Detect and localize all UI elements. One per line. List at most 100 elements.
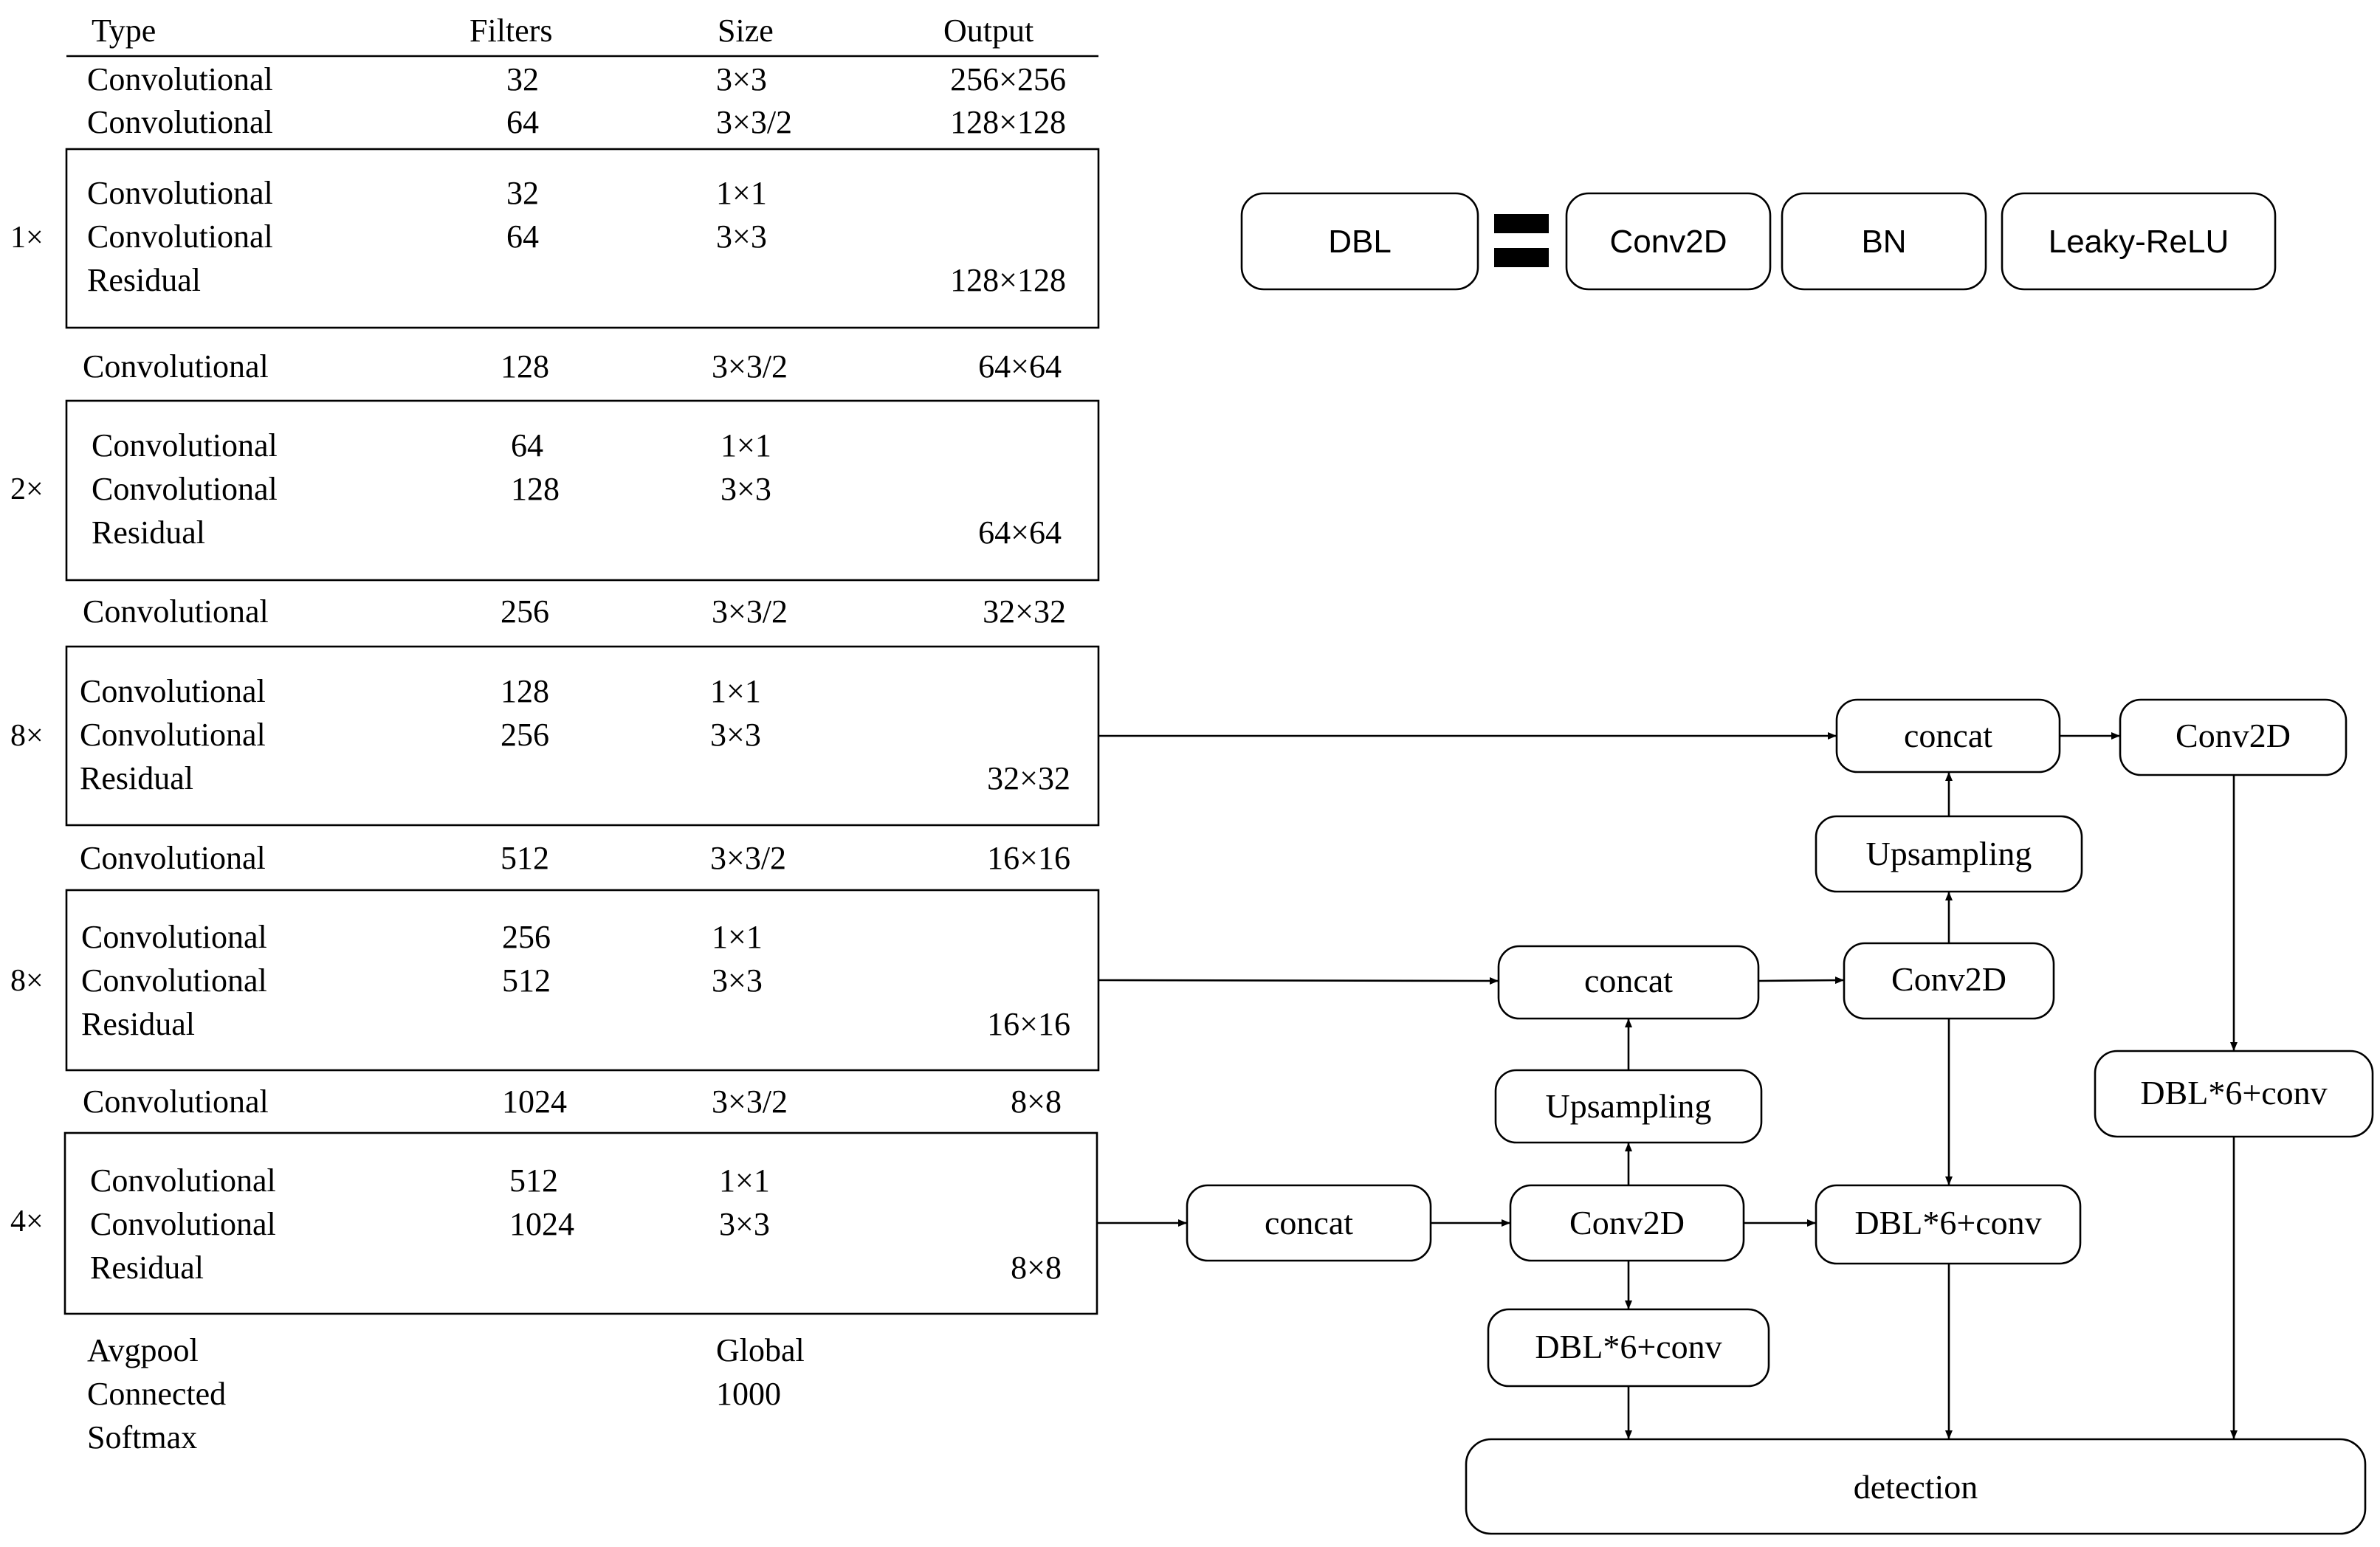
table-cell: 3×3 [710,717,761,753]
table-cell: 32×32 [987,760,1070,796]
table-cell: 8×8 [1011,1250,1062,1286]
table-cell: 64 [506,104,539,140]
table-header-size: Size [718,13,774,49]
table-cell: Softmax [87,1419,197,1455]
table-cell: Global [716,1332,805,1368]
bn-component-box [1781,192,1987,291]
dbl-label: DBL [1328,224,1392,260]
table-cell: 3×3 [720,471,771,507]
leaky-relu-component-box [2001,192,2277,291]
table-header-output: Output [943,13,1033,49]
table-cell: 3×3/2 [716,104,792,140]
table-cell: 3×3 [716,218,767,255]
detection-head: concat Conv2D Upsampling concat Conv2D U… [1186,698,2374,1535]
table-cell: Convolutional [90,1162,276,1199]
repeat-label: 2× [10,472,44,506]
concat-mid-node [1497,945,1760,1020]
table-cell: 128 [511,471,560,507]
table-cell: 128×128 [950,262,1066,298]
table-cell: Convolutional [81,962,267,999]
conv2d-mid-node [1843,942,2055,1020]
table-cell: Convolutional [83,348,269,385]
repeat-label: 8× [10,719,44,753]
upsampling-top-label: Upsampling [1866,835,2032,872]
table-cell: 32 [506,61,539,97]
table-cell: 3×3 [712,962,763,999]
dbl-mid-node [1815,1184,2082,1265]
leaky-relu-component-label: Leaky-ReLU [2049,224,2229,260]
table-cell: 64×64 [978,514,1062,551]
edge-concat-mid-to-conv2d-mid [1758,976,1845,985]
conv2d-bottom-node [1509,1184,1745,1262]
table-cell: 3×3/2 [710,840,786,876]
table-cell: Convolutional [80,673,266,709]
table-cell: Convolutional [90,1206,276,1242]
table-cell: 512 [502,962,551,999]
dbl-definition: DBL Conv2D BN Leaky-ReLU [1240,192,2277,291]
table-cell: 512 [509,1162,558,1199]
concat-mid-label: concat [1584,962,1673,999]
table-cell: Convolutional [87,104,273,140]
conv2d-top-node [2119,698,2348,776]
bn-component-label: BN [1861,224,1906,260]
concat-bottom-label: concat [1265,1204,1353,1241]
edges [1097,732,2238,1439]
table-cell: 64 [511,427,543,464]
table-cell: Convolutional [83,1083,269,1120]
table-cell: 1×1 [720,427,771,464]
dbl-right-label: DBL*6+conv [2140,1074,2327,1112]
table-cell: 1024 [502,1083,567,1120]
table-cell: 256 [501,717,549,753]
table-cell: 128 [501,673,549,709]
table-cell: 128×128 [950,104,1066,140]
upsampling-mid-node [1494,1069,1763,1144]
table-cell: 1×1 [719,1162,770,1199]
table-cell: Convolutional [87,175,273,211]
table-cell: Avgpool [87,1332,199,1368]
table-cell: 256 [502,919,551,955]
table-cell: 256×256 [950,61,1066,97]
upsampling-mid-label: Upsampling [1546,1087,1712,1125]
table-cell: 64×64 [978,348,1062,385]
table-cell: Convolutional [92,471,278,507]
concat-top-node [1835,698,2061,774]
table-cell: 16×16 [987,840,1070,876]
table-cell: Convolutional [80,840,266,876]
table-cell: 32×32 [983,593,1066,630]
table-cell: 128 [501,348,549,385]
table-cell: Convolutional [83,593,269,630]
table-cell: Convolutional [87,61,273,97]
repeat-label: 4× [10,1205,44,1238]
table-cell: Residual [80,760,193,796]
table-cell: 1×1 [716,175,767,211]
conv2d-mid-label: Conv2D [1891,960,2006,998]
table-cell: 64 [506,218,539,255]
repeat-label: 1× [10,221,44,255]
backbone-table: Type Filters Size Output 1× 2× 8× 8× 4× … [10,13,1100,1455]
table-cell: Residual [87,262,201,298]
table-cell: Convolutional [92,427,278,464]
dbl-right-node [2094,1050,2374,1138]
conv2d-component-label: Conv2D [1610,224,1727,260]
table-cell: 512 [501,840,549,876]
table-cell: 32 [506,175,539,211]
table-cell: Residual [90,1250,204,1286]
conv2d-bottom-label: Conv2D [1569,1204,1685,1241]
equals-sign [1494,214,1549,267]
table-cell: Residual [81,1006,195,1042]
table-cell: 256 [501,593,549,630]
table-header-filters: Filters [470,13,552,49]
edge-block4-to-concat-mid [1098,976,1499,985]
table-cell: 1×1 [710,673,761,709]
table-cell: 3×3/2 [712,593,788,630]
upsampling-top-node [1815,815,2083,893]
table-cell: 3×3 [716,61,767,97]
detection-node [1465,1438,2367,1535]
table-cell: 3×3/2 [712,348,788,385]
concat-top-label: concat [1904,717,1992,754]
dbl-left-node [1487,1308,1770,1388]
table-cell: 1024 [509,1206,574,1242]
table-cell: 3×3/2 [712,1083,788,1120]
table-header-type: Type [92,13,156,49]
table-cell: 16×16 [987,1006,1070,1042]
